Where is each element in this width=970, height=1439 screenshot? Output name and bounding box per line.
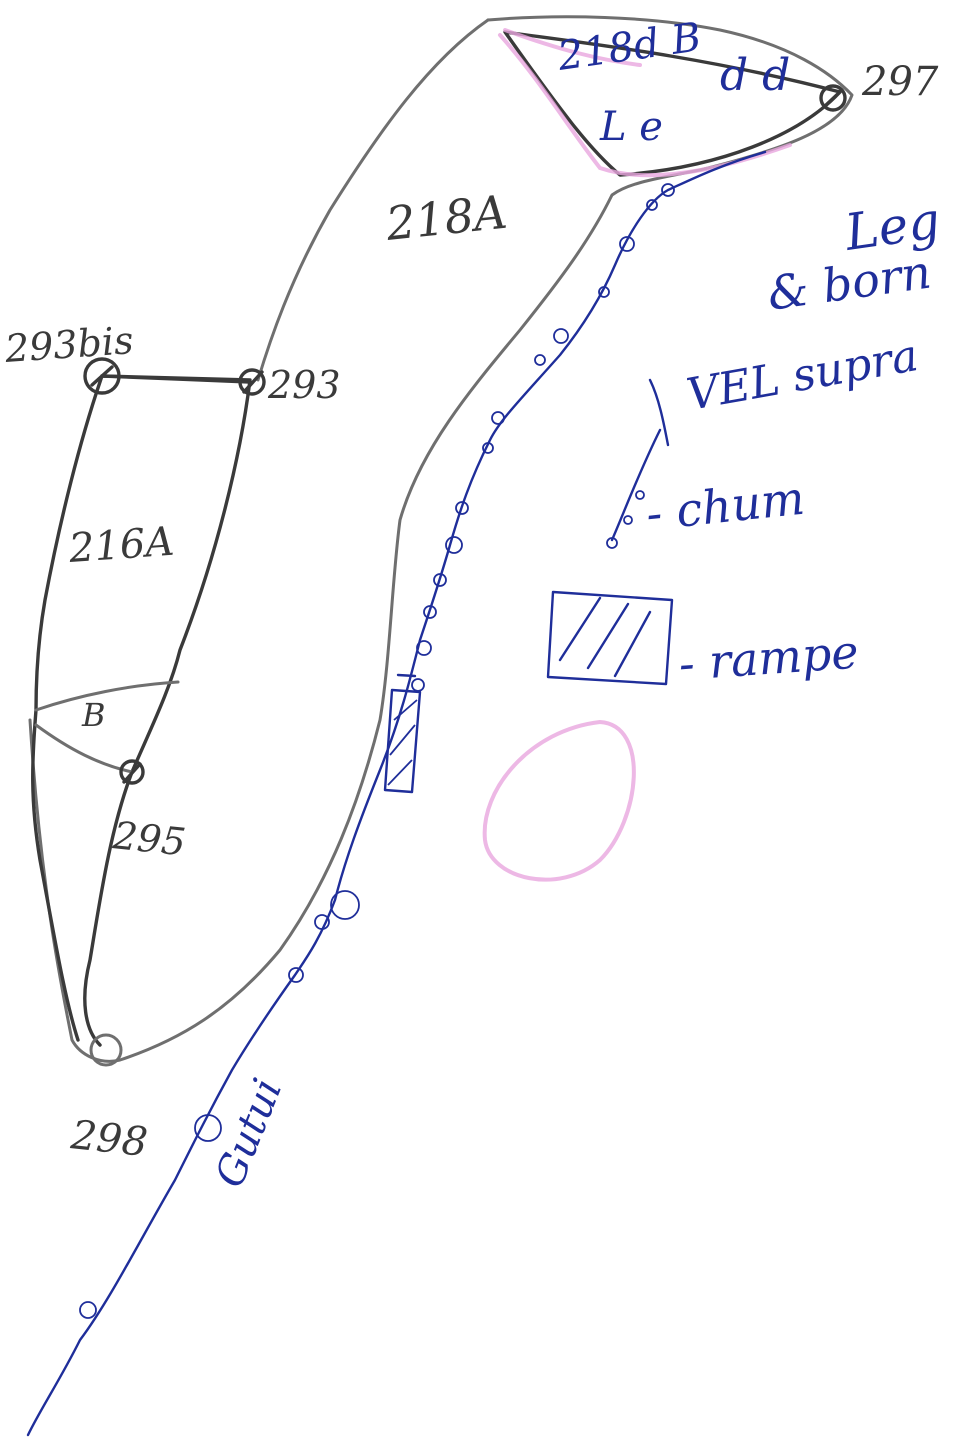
trail-marker bbox=[314, 914, 330, 930]
node-297-marker bbox=[819, 84, 847, 112]
label-node-297: 297 bbox=[861, 59, 939, 105]
trail-marker bbox=[455, 501, 469, 515]
node-293-marker bbox=[238, 368, 266, 396]
trail-marker bbox=[534, 354, 546, 366]
pink-circle-mark bbox=[482, 720, 636, 882]
divider-area-b bbox=[34, 680, 180, 712]
legend-title: Leg bbox=[841, 191, 944, 262]
label-top-small: L e bbox=[599, 104, 663, 150]
label-node-295: 295 bbox=[110, 813, 188, 864]
legend-line-chain: - chum bbox=[644, 471, 808, 541]
node-295-marker bbox=[119, 759, 145, 785]
label-node-298: 298 bbox=[68, 1112, 150, 1166]
node-293bis-marker bbox=[83, 357, 121, 395]
trail-marker bbox=[619, 236, 635, 252]
trail-marker bbox=[288, 967, 304, 983]
legend-chain-symbol bbox=[606, 378, 670, 549]
label-top-area: 218d B bbox=[554, 14, 704, 80]
legend-line-rampe: - rampe bbox=[677, 625, 860, 691]
legend-rampe-box bbox=[546, 590, 674, 686]
trail-rampe-box bbox=[383, 673, 422, 794]
label-node-293bis: 293bis bbox=[3, 318, 135, 371]
trail-marker bbox=[411, 678, 425, 692]
trail-marker bbox=[194, 1114, 222, 1142]
ink-trail-line bbox=[26, 150, 767, 1437]
label-area-218a: 218A bbox=[383, 185, 510, 251]
outline-region-218a bbox=[28, 15, 854, 1063]
node-298-marker bbox=[89, 1033, 123, 1067]
trail-marker bbox=[646, 199, 658, 211]
label-area-b: B bbox=[81, 696, 106, 734]
label-node-293: 293 bbox=[267, 363, 341, 407]
pink-highlight-top-edge bbox=[503, 28, 642, 67]
outline-top-area bbox=[503, 30, 842, 177]
trail-marker bbox=[553, 328, 569, 344]
legend-line-vel: VEL supra bbox=[683, 330, 922, 421]
trail-marker bbox=[445, 536, 463, 554]
trail-marker bbox=[491, 411, 505, 425]
legend-line-born: & born bbox=[764, 245, 934, 321]
trail-markers bbox=[79, 183, 675, 1319]
trail-marker bbox=[433, 573, 447, 587]
trail-marker bbox=[416, 640, 432, 656]
outline-region-216a bbox=[31, 374, 252, 1047]
trail-marker bbox=[79, 1301, 97, 1319]
outline-region-218a-left-edge bbox=[256, 18, 490, 382]
trail-marker bbox=[661, 183, 675, 197]
trail-marker bbox=[482, 442, 494, 454]
label-area-216a: 216A bbox=[66, 519, 175, 572]
trail-marker bbox=[330, 890, 360, 920]
trail-marker bbox=[598, 286, 610, 298]
trail-marker bbox=[423, 605, 437, 619]
label-top-marks: d d bbox=[720, 50, 790, 101]
